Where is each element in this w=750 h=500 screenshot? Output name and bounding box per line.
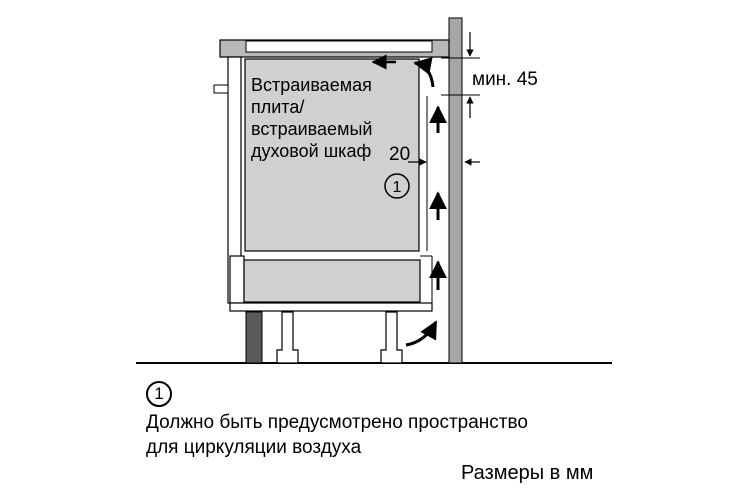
gap-side-label: 20: [389, 144, 410, 165]
appliance-label-line-4: духовой шкаф: [251, 141, 371, 161]
legend-text: Должно быть предусмотрено пространство д…: [146, 410, 528, 460]
appliance-body: [244, 58, 420, 252]
gap-top-label: мин. 45: [472, 69, 538, 90]
cabinet-base: [229, 302, 433, 312]
appliance-label-line-3: встраиваемый: [251, 119, 372, 139]
plinth: [245, 311, 263, 364]
legend-text-line-1: Должно быть предусмотрено пространство: [146, 412, 528, 433]
legend-marker: 1: [146, 381, 172, 407]
air-space-marker-circle: [384, 173, 410, 199]
leg-right: [380, 311, 403, 364]
drawer-front: [229, 255, 245, 304]
appliance-label-line-1: Встраиваемая: [251, 75, 372, 95]
wall: [448, 17, 463, 364]
units-note: Размеры в мм: [461, 462, 594, 484]
air-space-marker-number: 1: [393, 179, 402, 196]
legend-text-line-2: для циркуляции воздуха: [146, 437, 362, 458]
cooktop-glass: [245, 40, 433, 53]
oven-handle: [213, 84, 229, 94]
airflow-top-curved-arrow: [413, 57, 435, 88]
appliance-label-line-2: плита/: [251, 97, 304, 117]
leg-left: [276, 311, 299, 364]
drawer-body: [243, 259, 421, 303]
airflow-in-curved-arrow: [405, 320, 438, 347]
